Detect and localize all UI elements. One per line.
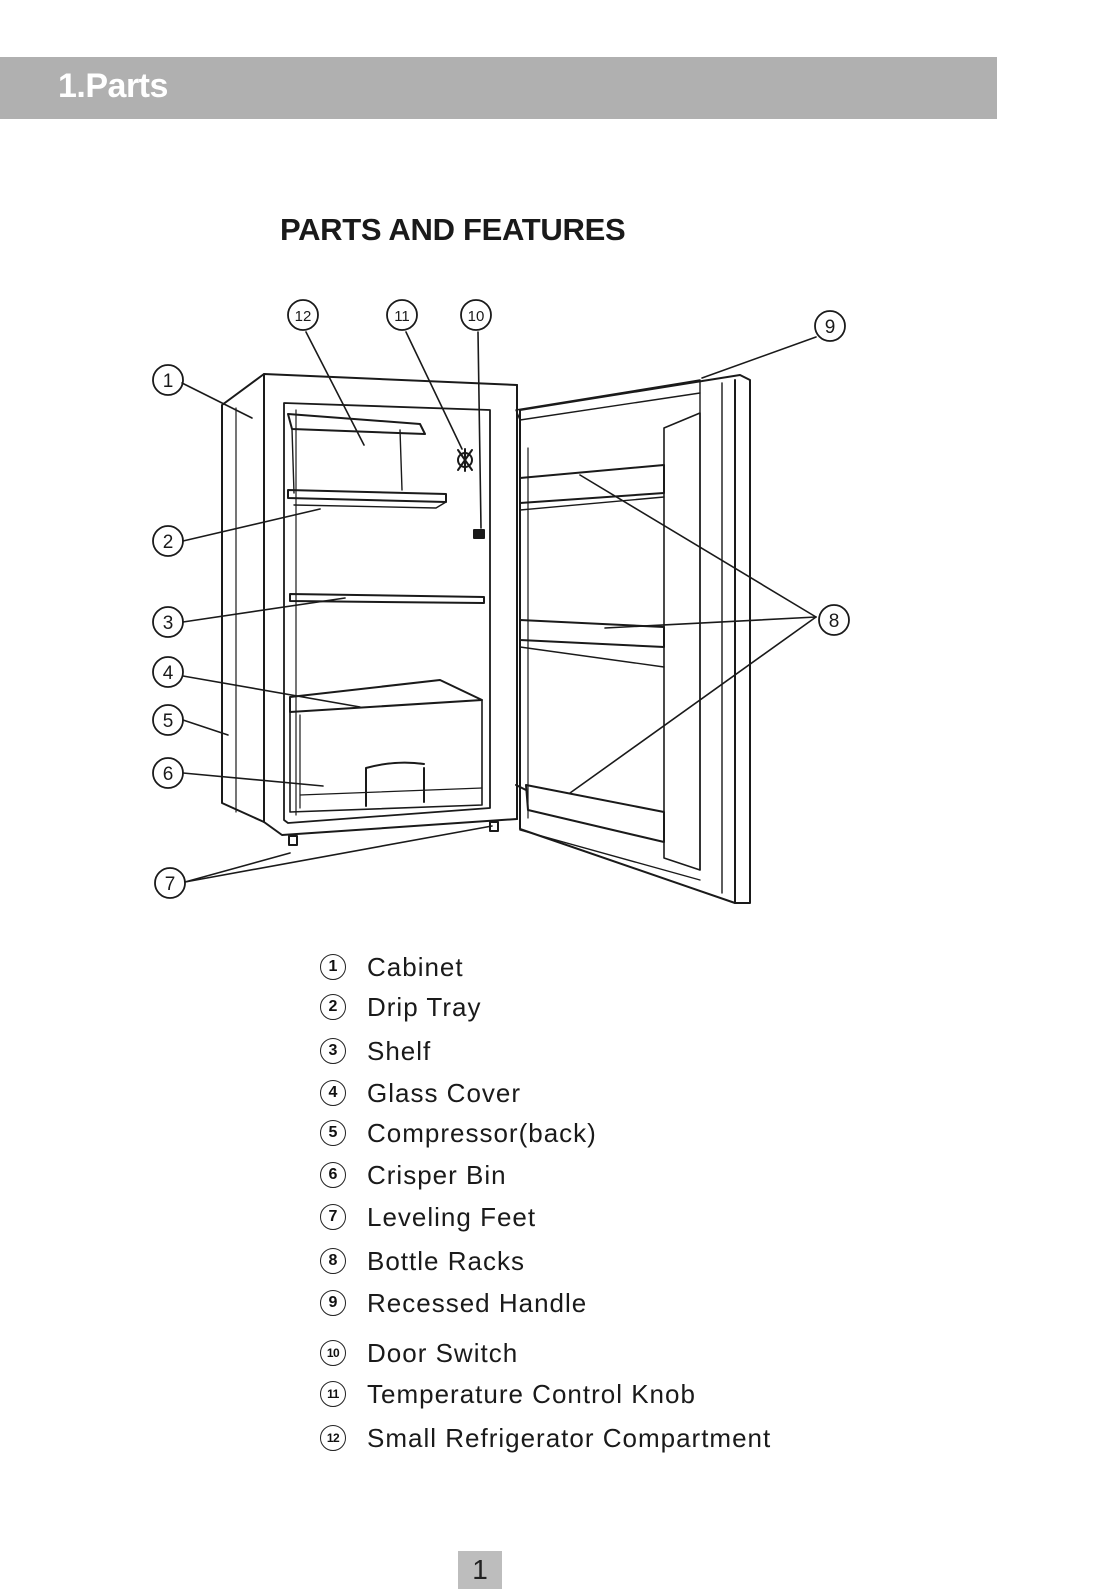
legend-label: Leveling Feet	[367, 1202, 536, 1233]
legend-label: Compressor(back)	[367, 1118, 597, 1149]
page-number: 1	[458, 1551, 502, 1589]
legend-number: 6	[320, 1162, 346, 1188]
legend-number: 5	[320, 1120, 346, 1146]
legend-number: 2	[320, 994, 346, 1020]
legend-item: 7 Leveling Feet	[320, 1200, 536, 1234]
legend-item: 3 Shelf	[320, 1034, 431, 1068]
legend-number: 7	[320, 1204, 346, 1230]
legend-label: Recessed Handle	[367, 1288, 587, 1319]
cabinet-drawing	[222, 374, 517, 835]
bottle-racks-drawing	[516, 465, 664, 842]
refrigerator-diagram: 1 2 3 4 5 6 7 8 9 10 11 12	[0, 0, 1120, 920]
callout-markers	[153, 300, 849, 898]
door-drawing	[516, 375, 750, 903]
legend-label: Small Refrigerator Compartment	[367, 1423, 771, 1454]
legend-label: Door Switch	[367, 1338, 518, 1369]
door-switch-drawing	[474, 530, 484, 538]
legend-label: Shelf	[367, 1036, 431, 1067]
callout-12: 12	[295, 308, 312, 325]
legend-number: 11	[320, 1381, 346, 1407]
legend-number: 4	[320, 1080, 346, 1106]
legend-item: 11 Temperature Control Knob	[320, 1377, 696, 1411]
callout-8: 8	[829, 611, 840, 632]
legend-number: 10	[320, 1340, 346, 1366]
callout-2: 2	[163, 532, 174, 553]
legend-item: 12 Small Refrigerator Compartment	[320, 1421, 771, 1455]
legend-label: Temperature Control Knob	[367, 1379, 696, 1410]
legend-label: Crisper Bin	[367, 1160, 507, 1191]
legend-item: 5 Compressor(back)	[320, 1116, 597, 1150]
legend-item: 4 Glass Cover	[320, 1076, 521, 1110]
legend-item: 9 Recessed Handle	[320, 1286, 587, 1320]
legend-number: 12	[320, 1425, 346, 1451]
legend-item: 6 Crisper Bin	[320, 1158, 507, 1192]
callout-5: 5	[163, 711, 174, 732]
legend-item: 2 Drip Tray	[320, 990, 481, 1024]
legend-label: Glass Cover	[367, 1078, 521, 1109]
callout-11: 11	[394, 308, 410, 325]
small-compartment-drawing	[288, 414, 446, 508]
legend-label: Drip Tray	[367, 992, 481, 1023]
callout-10: 10	[468, 308, 485, 325]
temperature-knob-drawing	[458, 449, 472, 471]
legend-item: 8 Bottle Racks	[320, 1244, 525, 1278]
legend-item: 1 Cabinet	[320, 950, 464, 984]
callout-9: 9	[825, 317, 836, 338]
callout-7: 7	[165, 874, 176, 895]
legend-item: 10 Door Switch	[320, 1336, 518, 1370]
callout-4: 4	[163, 663, 174, 684]
leveling-foot-drawing	[289, 836, 297, 845]
legend-number: 8	[320, 1248, 346, 1274]
legend-label: Cabinet	[367, 952, 464, 983]
callout-1: 1	[163, 371, 174, 392]
legend-label: Bottle Racks	[367, 1246, 525, 1277]
callout-3: 3	[163, 613, 174, 634]
legend-number: 3	[320, 1038, 346, 1064]
callout-6: 6	[163, 764, 174, 785]
callout-leader-lines	[182, 332, 816, 882]
legend-number: 9	[320, 1290, 346, 1316]
legend-number: 1	[320, 954, 346, 980]
